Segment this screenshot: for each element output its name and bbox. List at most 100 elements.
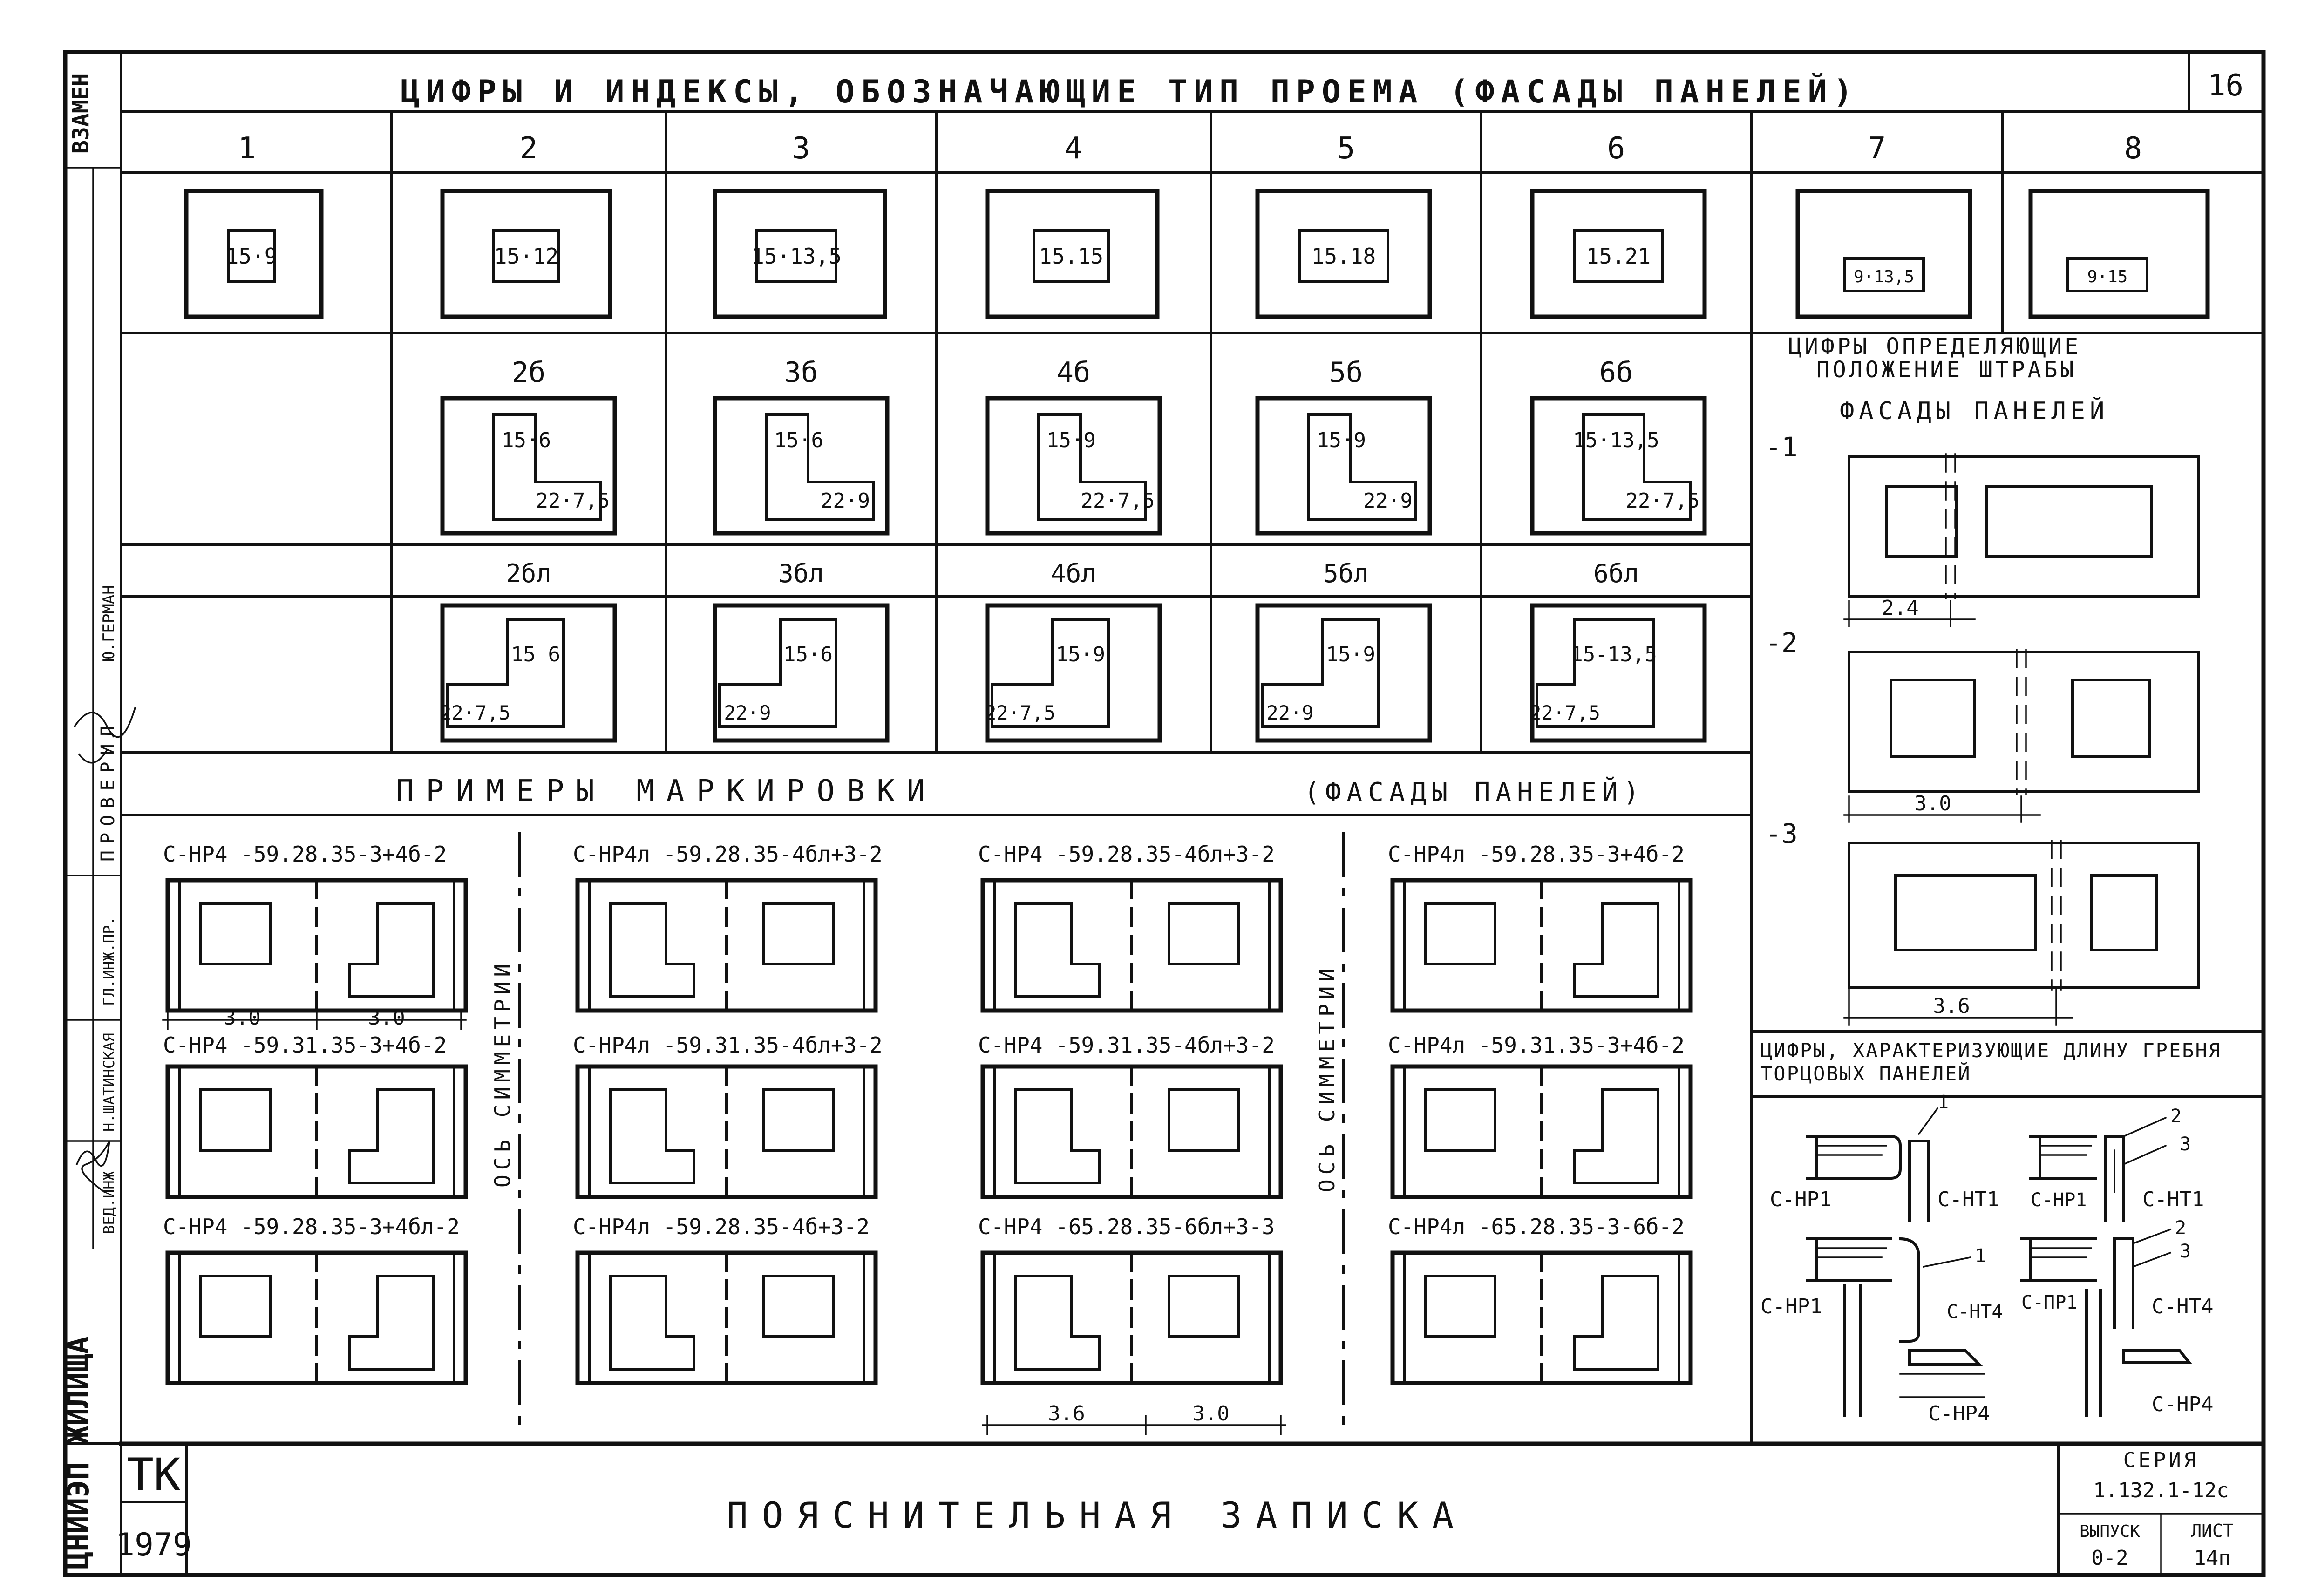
joint-num-2: 2 — [2170, 1106, 2182, 1127]
panel-outline — [985, 396, 1162, 536]
panel-type-b-5: 15·13,5 22·7,5 — [1530, 396, 1707, 536]
signature-mark — [73, 706, 136, 764]
example-mark-1: С-НР4 -59.28.35-3+4б-2 — [163, 842, 447, 867]
page-number: 16 — [2208, 68, 2243, 103]
panel-type-b-2: 15·622·9 — [713, 396, 890, 536]
examples-subtitle: (ФАСАДЫ ПАНЕЛЕЙ) — [1304, 777, 1645, 808]
row-b-openings: 2б 3б 4б 5б 6б 15·622·7,515·622·915·922·… — [440, 356, 1707, 536]
col-num-6: 6 — [1607, 131, 1625, 166]
joint-label-3: С-НР1 — [2031, 1189, 2087, 1211]
joint-detail-2: 2 3 С-НР1 С-НТ1 — [2029, 1106, 2204, 1222]
panel-type-5: 15.18 — [1255, 189, 1432, 319]
opening-outline — [1037, 413, 1147, 521]
opening-label-3: 15·13,5 — [751, 244, 842, 269]
panel-outline — [1530, 189, 1707, 319]
opening-top-label: 15·6 — [783, 643, 833, 666]
strip-gl-inzh: ГЛ.ИНЖ.ПР. — [100, 916, 118, 1006]
strip-shatinskaya: Н.ШАТИНСКАЯ — [100, 1033, 118, 1132]
panel-type-b-4: 15·922·9 — [1255, 396, 1432, 536]
opening-outline — [2066, 257, 2148, 292]
opening-top-label: 15·9 — [1326, 643, 1375, 666]
door-window-opening — [1573, 1088, 1659, 1184]
joint-label-10: С-НР4 — [2152, 1392, 2213, 1416]
joint-detail-4: 2 3 С-ПР1 С-НТ4 С-НР4 — [2020, 1217, 2213, 1417]
window-opening — [1424, 1088, 1496, 1152]
dim-b: 3.0 — [368, 1006, 405, 1030]
row3-header-1: 2бл — [506, 559, 551, 588]
opening-bottom-label: 22·9 — [1266, 701, 1313, 724]
panel-outline — [1530, 603, 1707, 743]
symmetry-axes: ОСЬ СИММЕТРИИ ОСЬ СИММЕТРИИ — [490, 832, 1345, 1426]
opening-bottom-label: 22·7,5 — [985, 701, 1055, 724]
axis-label-1: ОСЬ СИММЕТРИИ — [490, 959, 515, 1188]
opening-outline — [1261, 618, 1380, 728]
example-1: С-НР4 -59.28.35-3+4б-2 — [163, 842, 468, 1013]
opening-outline — [991, 618, 1110, 728]
window-opening — [199, 1275, 272, 1338]
opening-top-label: 15·6 — [502, 428, 551, 452]
left-title-strip: ВЗАМЕН Ю.ГЕРМАН ПРОВЕРИЛ ГЛ.ИНЖ.ПР. Н.ША… — [61, 73, 136, 1569]
window-opening — [762, 902, 835, 965]
example-11: С-НР4 -65.28.35-6бл+3-3 — [978, 1214, 1283, 1385]
joint-num-5: 2 — [2175, 1217, 2186, 1239]
opening-top-label: 15·13,5 — [1573, 428, 1659, 452]
col-num-2: 2 — [520, 131, 538, 166]
opening-bottom-label: 22·7,5 — [1626, 489, 1700, 513]
dim-d: 3.0 — [1192, 1402, 1229, 1426]
opening-outline — [1573, 229, 1664, 283]
strip-ved-inzh: ВЕД.ИНЖ — [100, 1171, 118, 1234]
door-window-opening — [609, 902, 695, 998]
joint-details: 1 С-НР1 С-НТ1 2 3 С-НР1 С-НТ1 1 — [1760, 1092, 2213, 1426]
opening-outline — [1843, 257, 1925, 292]
col-num-5: 5 — [1337, 131, 1355, 166]
dim-g: 3.6 — [1933, 994, 1970, 1018]
strip-vzamen: ВЗАМЕН — [68, 73, 94, 154]
opening-outline — [1033, 229, 1110, 283]
panel-type-bl-3: 15·922·7,5 — [985, 603, 1162, 743]
window-opening — [199, 902, 272, 965]
panel-outline — [985, 189, 1160, 319]
opening-outline — [1536, 618, 1655, 728]
door-window-opening — [1014, 1275, 1101, 1371]
shtraba-panel-2: 3.0 — [1843, 649, 2200, 823]
window-opening — [1168, 1275, 1240, 1338]
example-6: С-НР4л -59.31.35-4бл+3-2 — [573, 1032, 883, 1199]
panel-outline — [985, 603, 1162, 743]
panel-type-6: 15.21 — [1530, 189, 1707, 319]
shtraba-panel-3: 3.6 — [1843, 840, 2200, 1026]
row3-header-4: 5бл — [1323, 559, 1369, 588]
issue-label: ВЫПУСК — [2080, 1522, 2140, 1541]
panel-type-bl-4: 15·9 22·9 — [1255, 603, 1432, 743]
footer-title: ПОЯСНИТЕЛЬНАЯ ЗАПИСКА — [727, 1494, 1468, 1536]
example-mark-12: С-НР4л -65.28.35-3-6б-2 — [1388, 1214, 1685, 1239]
opening-outline — [718, 618, 837, 728]
example-5: С-НР4 -59.31.35-3+4б-2 — [163, 1032, 468, 1199]
example-mark-6: С-НР4л -59.31.35-4бл+3-2 — [573, 1032, 883, 1058]
example-dimensions: 3.0 3.0 3.6 3.0 — [162, 1006, 1286, 1435]
opening-bottom-label: 22·7,5 — [536, 489, 610, 513]
panel-type-bl-1: 15 622·7,5 — [440, 603, 617, 743]
opening-outline — [1298, 229, 1389, 283]
joint-num-4: 1 — [1975, 1245, 1986, 1267]
joint-label-8: С-НТ4 — [2152, 1295, 2213, 1318]
opening-bottom-label: 22·7,5 — [1529, 701, 1600, 724]
example-mark-2: С-НР4л -59.28.35-4бл+3-2 — [573, 842, 883, 867]
door-window-opening — [1014, 902, 1101, 998]
window-opening — [762, 1275, 835, 1338]
example-10: С-НР4л -59.28.35-4б+3-2 — [573, 1214, 878, 1385]
row2-header-2: 3б — [784, 356, 818, 389]
window-opening — [762, 1088, 835, 1152]
opening-label-6: 15.21 — [1586, 244, 1651, 269]
right-title-1: ЦИФРЫ ОПРЕДЕЛЯЮЩИЕ ПОЛОЖЕНИЕ ШТРАБЫ — [1788, 333, 2097, 383]
example-mark-5: С-НР4 -59.31.35-3+4б-2 — [163, 1032, 447, 1058]
joint-detail-1: 1 С-НР1 С-НТ1 — [1770, 1092, 1999, 1222]
panel-outline — [184, 189, 324, 319]
door-window-opening — [609, 1088, 695, 1184]
opening-label-7: 9·13,5 — [1854, 267, 1914, 286]
strip-organization: ЦНИИЭП ЖИЛИЩА — [61, 1336, 96, 1569]
sheet-value: 14п — [2194, 1546, 2230, 1570]
dim-f: 3.0 — [1914, 792, 1951, 815]
